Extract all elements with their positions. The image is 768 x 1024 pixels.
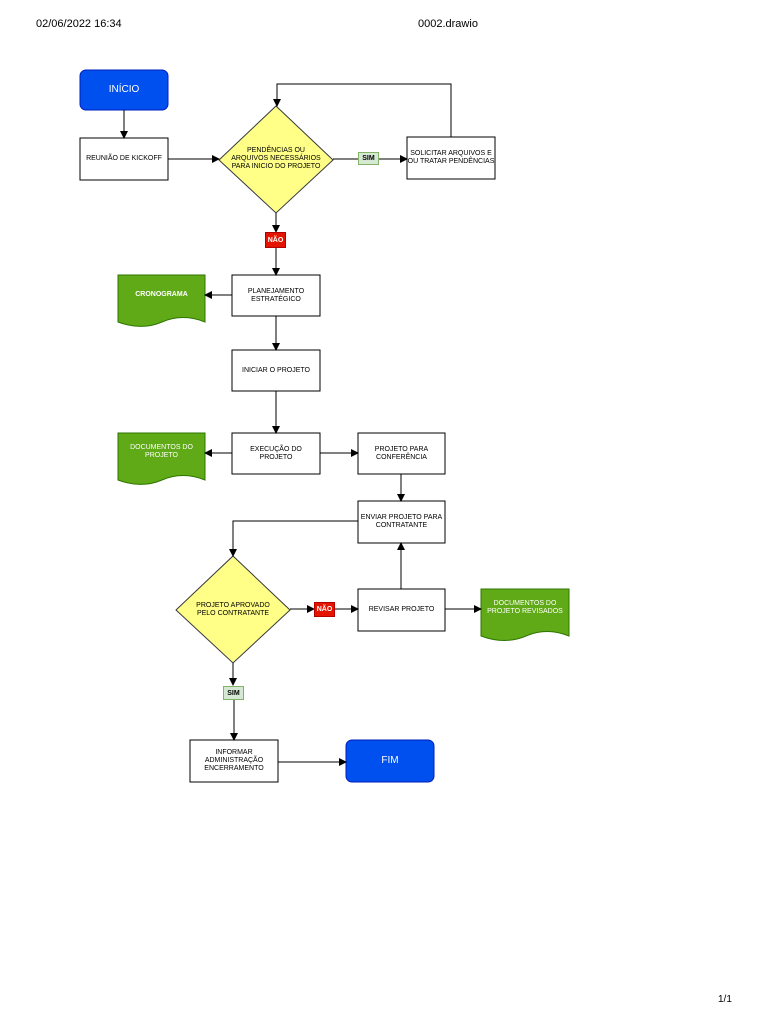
conferencia-label: PROJETO PARA CONFERÊNCIA xyxy=(374,445,429,461)
edge-enviar-aprovado xyxy=(229,520,358,557)
pendencias-label: PENDÊNCIAS OU ARQUIVOS NECESSÁRIOS PARA … xyxy=(231,147,321,170)
iniciar-label: INICIAR O PROJETO xyxy=(242,366,310,374)
aprovado-label: PROJETO APROVADO PELO CONTRATANTE xyxy=(196,602,270,617)
print-datetime: 02/06/2022 16:34 xyxy=(36,18,122,30)
solicitar-label: SOLICITAR ARQUIVOS E OU TRATAR PENDÊNCIA… xyxy=(407,150,495,165)
sim-tag-2: SIM xyxy=(223,686,244,700)
fim-label: FIM xyxy=(381,755,399,766)
planejamento-label: PLANEJAMENTO ESTRATÉGICO xyxy=(247,287,305,303)
execucao-label: EXECUÇÃO DO PROJETO xyxy=(250,445,302,461)
cronograma-label: CRONOGRAMA xyxy=(135,291,188,298)
revisar-box[interactable] xyxy=(357,588,446,632)
enviar-box[interactable] xyxy=(357,500,446,544)
docs-revisados-document[interactable] xyxy=(480,588,570,641)
enviar-label: ENVIAR PROJETO PARA CONTRATANTE xyxy=(360,514,443,529)
kickoff-label: REUNIÃO DE KICKOFF xyxy=(86,155,162,162)
revisar-label: REVISAR PROJETO xyxy=(368,606,435,613)
edge-solicitar-loop xyxy=(273,83,452,137)
nao-tag-2: NÃO xyxy=(314,602,335,617)
execucao-box[interactable] xyxy=(231,432,321,475)
page-number: 1/1 xyxy=(718,994,732,1005)
docs-revisados-label: DOCUMENTOS DO PROJETO REVISADOS xyxy=(487,600,563,615)
docs-projeto-document[interactable] xyxy=(117,432,206,485)
nao-tag-1: NÃO xyxy=(265,232,286,248)
informar-label: INFORMAR ADMINISTRAÇÃO ENCERRAMENTO xyxy=(204,749,264,772)
print-filename: 0002.drawio xyxy=(418,18,478,30)
iniciar-box[interactable] xyxy=(231,349,321,392)
cronograma-document[interactable] xyxy=(117,274,206,327)
inicio-label: INÍCIO xyxy=(108,84,140,95)
informar-box[interactable] xyxy=(189,739,279,783)
sim-tag-1: SIM xyxy=(358,152,379,165)
docs-projeto-label: DOCUMENTOS DO PROJETO xyxy=(130,444,193,459)
conferencia-box[interactable] xyxy=(357,432,446,475)
